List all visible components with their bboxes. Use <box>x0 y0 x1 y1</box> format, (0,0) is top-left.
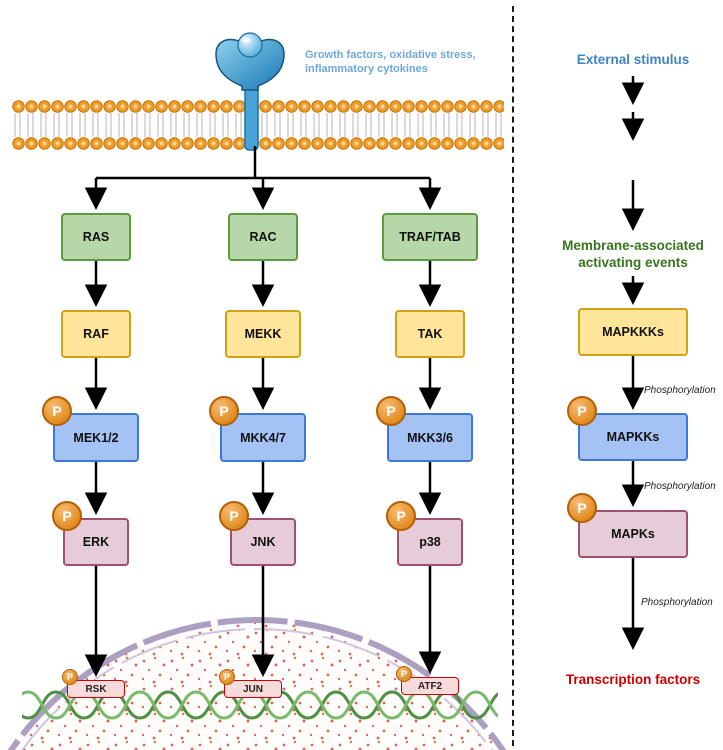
phosphorylation-label: Phosphorylation <box>641 597 713 608</box>
ligand-highlight <box>241 37 251 43</box>
phosphate-icon: P <box>62 669 78 685</box>
node-label: ATF2 <box>417 680 443 692</box>
phosphate-icon: P <box>219 669 235 685</box>
phosphate-icon: P <box>219 501 249 531</box>
node-rac: RAC <box>228 213 298 261</box>
node-label: MEK1/2 <box>73 430 119 445</box>
node-mapks: P MAPKs <box>567 493 688 558</box>
node-rsk: P RSK <box>62 669 125 698</box>
phosphate-icon: P <box>396 666 412 682</box>
node-mek12: P MEK1/2 <box>42 396 139 462</box>
node-jnk: P JNK <box>219 501 296 566</box>
node-traf-tab: TRAF/TAB <box>382 213 478 261</box>
node-label: MKK4/7 <box>240 430 286 445</box>
membrane-events-label: Membrane-associated activating events <box>562 238 704 270</box>
phosphate-icon: P <box>376 396 406 426</box>
node-label: RSK <box>85 683 107 695</box>
node-label: JNK <box>250 535 276 549</box>
node-mekk: MEKK <box>225 310 301 358</box>
phosphate-icon: P <box>42 396 72 426</box>
node-label: p38 <box>419 535 441 549</box>
transcription-factors-label: Transcription factors <box>565 672 701 687</box>
node-label: JUN <box>242 683 263 695</box>
node-p38: P p38 <box>386 501 463 566</box>
arrow-group <box>84 76 645 677</box>
node-mapkkks: MAPKKKs <box>578 308 688 356</box>
node-mkk47: P MKK4/7 <box>209 396 306 462</box>
node-jun: P JUN <box>219 669 282 698</box>
phosphate-icon: P <box>52 501 82 531</box>
node-label: MKK3/6 <box>407 430 453 445</box>
node-tak: TAK <box>395 310 465 358</box>
receptor-icon <box>215 32 285 151</box>
node-mapkks: P MAPKKs <box>567 396 688 461</box>
nuclear-envelope <box>7 617 507 750</box>
external-stimulus-label: External stimulus <box>576 52 690 67</box>
node-label: MAPKs <box>611 527 655 541</box>
node-ras: RAS <box>61 213 131 261</box>
node-erk: P ERK <box>52 501 129 566</box>
node-atf2: P ATF2 <box>396 666 459 695</box>
node-label: MAPKKs <box>606 430 660 444</box>
phosphorylation-label: Phosphorylation <box>644 385 716 396</box>
phosphate-icon: P <box>567 493 597 523</box>
phosphorylation-label: Phosphorylation <box>644 481 716 492</box>
separator-line <box>512 6 514 746</box>
ligand-icon <box>237 32 263 58</box>
phosphate-icon: P <box>567 396 597 426</box>
node-raf: RAF <box>61 310 131 358</box>
phosphate-icon: P <box>386 501 416 531</box>
nuclear-envelope-inner <box>21 628 493 750</box>
node-mkk36: P MKK3/6 <box>376 396 473 462</box>
node-label: ERK <box>82 535 110 549</box>
phosphate-icon: P <box>209 396 239 426</box>
stimulus-label: Growth factors, oxidative stress, inflam… <box>305 49 476 76</box>
